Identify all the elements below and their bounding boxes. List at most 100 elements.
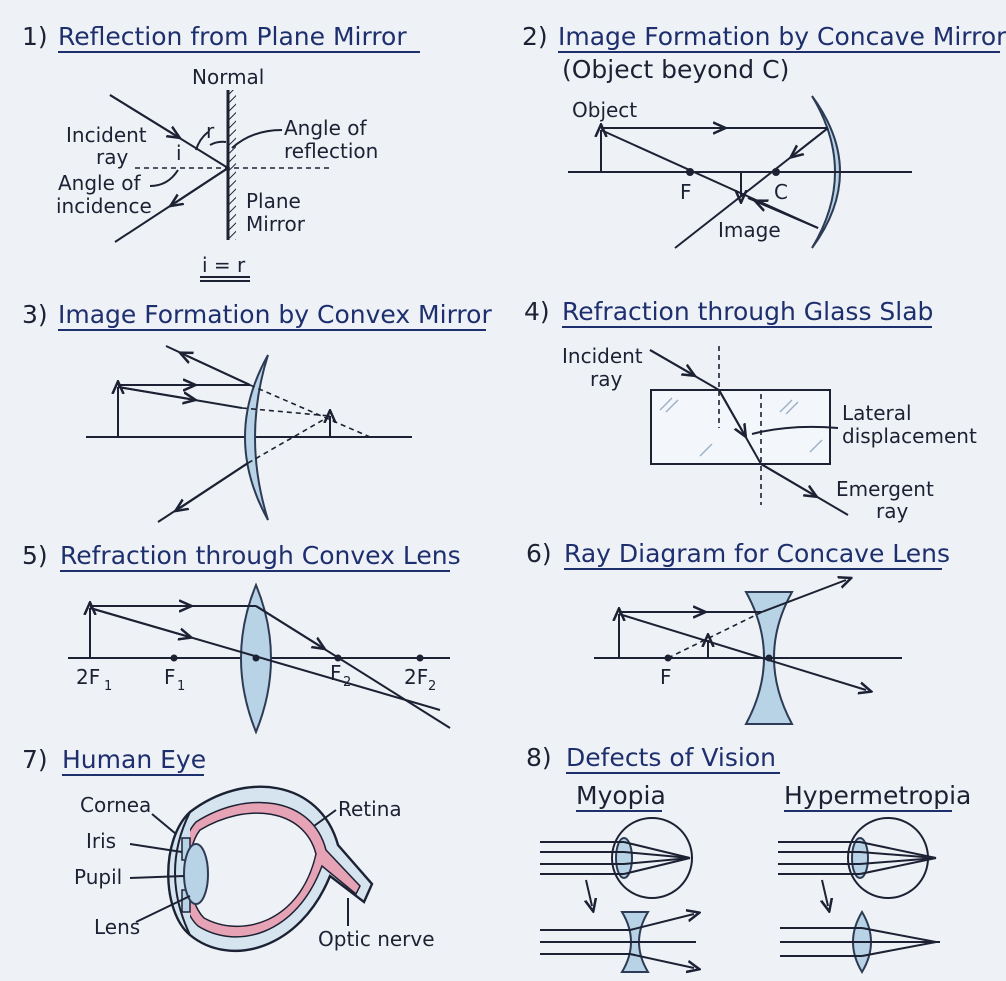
subscript: 1	[104, 679, 112, 694]
angle-reflection-label: Angle of	[284, 116, 368, 140]
section-title: Human Eye	[62, 745, 206, 774]
hypermetropia-rays	[778, 841, 937, 875]
leader-line	[129, 875, 185, 879]
section-title: Image Formation by Concave Mirror	[558, 22, 1006, 51]
correction-arrow	[822, 879, 828, 906]
lateral-displacement-label: Lateral	[842, 401, 912, 425]
angle-i-arc	[195, 131, 209, 151]
virtual-extension	[667, 611, 763, 659]
leader-line	[751, 425, 839, 435]
incident-ray-arrow	[109, 94, 175, 135]
emergent-label: Emergent	[836, 477, 934, 501]
returning-ray-arrow	[760, 203, 819, 229]
subscript: 2	[428, 679, 436, 694]
virtual-extension	[241, 407, 331, 417]
section-plane-mirror: 1) Reflection from Plane Mirror Normal I…	[22, 22, 420, 282]
section-title: Refraction through Convex Lens	[60, 541, 461, 570]
myopic-eye	[611, 817, 693, 899]
incident-ray-label-2: ray	[96, 145, 128, 169]
leader-line	[151, 813, 177, 835]
reflected-ray-arrow	[795, 127, 829, 154]
section-defects-of-vision: 8) Defects of Vision Myopia Hypermetropi…	[526, 743, 971, 974]
eye-lens	[615, 837, 633, 879]
focus-label: F	[660, 665, 672, 689]
leader-line	[313, 809, 337, 827]
plane-mirror-label-2: Mirror	[246, 212, 306, 236]
leader-line	[149, 169, 179, 187]
glass-texture	[659, 397, 823, 457]
myopia-label: Myopia	[576, 781, 666, 810]
pupil-label: Pupil	[74, 865, 122, 889]
section-convex-mirror: 3) Image Formation by Convex Mirror	[22, 300, 492, 523]
section-number: 5)	[22, 541, 48, 570]
focus-label: F	[680, 180, 692, 204]
plane-mirror-label: Plane	[246, 189, 301, 213]
angle-reflection-label-2: reflection	[284, 139, 378, 163]
retina-label: Retina	[338, 797, 402, 821]
diverging-ray	[761, 580, 846, 613]
mirror-hatching	[228, 90, 236, 240]
section-human-eye: 7) Human Eye Cornea Iris Pupil Lens Reti…	[22, 745, 435, 953]
normal-label: Normal	[192, 65, 264, 89]
cornea-label: Cornea	[80, 793, 151, 817]
eye-lens	[183, 843, 209, 905]
angle-incidence-label: Angle of	[58, 171, 142, 195]
iris-label: Iris	[86, 829, 116, 853]
myopia-corrected-rays	[540, 914, 696, 968]
2f2-label: 2F	[404, 665, 428, 689]
reflected-ray-lower-arrow	[180, 462, 249, 508]
concave-mirror	[811, 95, 841, 249]
convex-mirror	[244, 354, 269, 521]
section-title: Refraction through Glass Slab	[562, 297, 933, 326]
section-concave-mirror: 2) Image Formation by Concave Mirror (Ob…	[522, 22, 1006, 249]
virtual-extension	[249, 384, 371, 438]
optic-nerve-label: Optic nerve	[318, 927, 435, 951]
leader-line	[129, 843, 183, 853]
image-label: Image	[718, 218, 781, 242]
2f1-label: 2F	[76, 665, 100, 689]
section-number: 6)	[526, 539, 552, 568]
virtual-extension	[247, 415, 331, 464]
section-number: 2)	[522, 22, 548, 51]
section-concave-lens: 6) Ray Diagram for Concave Lens F	[526, 539, 950, 725]
lateral-displacement-label-2: displacement	[842, 424, 977, 448]
section-number: 8)	[526, 743, 552, 772]
subscript: 2	[343, 675, 351, 690]
section-title: Defects of Vision	[566, 743, 776, 772]
myopia-rays	[540, 841, 691, 875]
hypermetropia-label: Hypermetropia	[784, 781, 971, 810]
section-number: 4)	[524, 297, 550, 326]
emergent-label-2: ray	[876, 499, 908, 523]
section-glass-slab: 4) Refraction through Glass Slab Inciden…	[524, 297, 977, 523]
emergent-ray-arrow	[760, 463, 812, 494]
object-label: Object	[572, 98, 637, 122]
ray-through-centre	[618, 613, 866, 690]
eye-lens	[851, 837, 869, 879]
subscript: 1	[177, 679, 185, 694]
reflected-ray-arrow	[185, 355, 251, 386]
angle-r-arc	[209, 140, 227, 146]
centre-label: C	[774, 180, 788, 204]
section-title: Image Formation by Convex Mirror	[58, 300, 492, 329]
angle-r-label: r	[206, 119, 215, 143]
incident-label-2: ray	[590, 367, 622, 391]
section-number: 1)	[22, 22, 48, 51]
f1-point	[170, 654, 178, 662]
ray-through-centre-arrow	[89, 607, 186, 636]
lens-label: Lens	[94, 915, 140, 939]
section-title: Reflection from Plane Mirror	[58, 22, 407, 51]
incident-label: Incident	[562, 344, 643, 368]
section-number: 7)	[22, 745, 48, 774]
reflected-ray-arrow	[175, 167, 229, 203]
incident-ray-arrow	[649, 349, 690, 373]
correction-arrow	[586, 879, 592, 906]
refracted-ray-arrow	[255, 605, 320, 646]
f1-label: F	[164, 665, 176, 689]
f2-label: F	[330, 661, 342, 685]
angle-incidence-label-2: incidence	[56, 194, 152, 218]
angle-i-label: i	[176, 141, 182, 165]
refracted-ray-arrow	[718, 389, 743, 432]
section-number: 3)	[22, 300, 48, 329]
section-subtitle: (Object beyond C)	[562, 55, 789, 84]
law-of-reflection: i = r	[202, 253, 246, 277]
